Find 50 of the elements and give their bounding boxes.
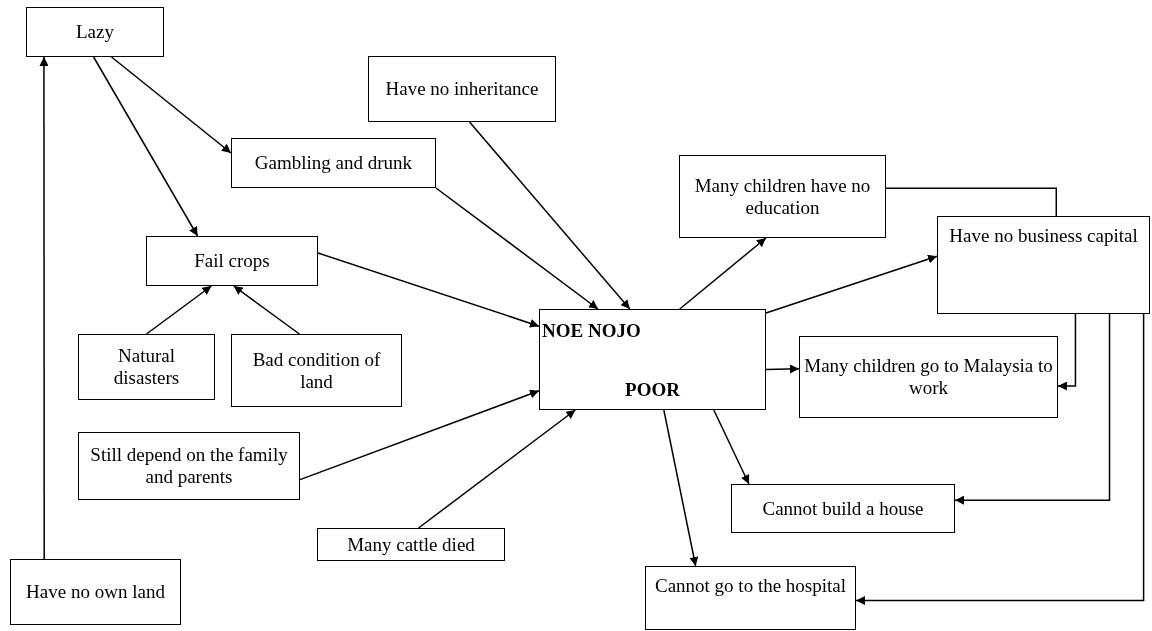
arrow xyxy=(679,237,767,310)
box-label: Fail crops xyxy=(194,250,270,272)
arrow xyxy=(92,56,199,237)
arrow xyxy=(145,285,213,335)
box-label: Lazy xyxy=(76,21,114,43)
arrow xyxy=(39,56,49,560)
box-label: Have no inheritance xyxy=(385,78,539,100)
arrow xyxy=(663,409,699,567)
text-box xyxy=(26,7,164,57)
text-box xyxy=(539,309,766,410)
text-box xyxy=(317,528,505,561)
arrow xyxy=(713,409,750,485)
text-box xyxy=(231,138,436,188)
box-label: Gambling and drunk xyxy=(254,152,413,174)
text-box xyxy=(368,56,556,122)
text-box xyxy=(78,432,300,500)
arrow xyxy=(954,313,1111,505)
text-box xyxy=(731,484,955,533)
arrow xyxy=(317,252,540,328)
text-box xyxy=(679,155,886,238)
box-label: Natural disasters xyxy=(112,345,181,389)
arrow xyxy=(765,254,938,314)
arrow xyxy=(468,121,631,310)
arrow xyxy=(299,389,540,481)
box-label: Have no business capital xyxy=(949,225,1138,247)
arrow xyxy=(110,56,232,154)
box-label: Bad condition of land xyxy=(251,348,382,393)
text-box xyxy=(78,334,215,400)
connector-line xyxy=(885,187,1058,217)
text-box xyxy=(10,559,181,625)
arrow xyxy=(855,313,1145,606)
box-label: NOE NOJO xyxy=(542,320,642,342)
arrow xyxy=(765,364,800,374)
arrow xyxy=(1057,313,1077,391)
arrow xyxy=(417,409,577,529)
text-box xyxy=(146,236,318,286)
box-label: Cannot go to the hospital xyxy=(654,575,846,597)
arrow xyxy=(435,187,599,310)
box-label: Still depend on the family and parents xyxy=(89,444,289,488)
box-label: Many children go to Malaysia to work xyxy=(804,355,1053,399)
box-label: POOR xyxy=(624,379,681,401)
text-box xyxy=(937,216,1150,314)
text-box xyxy=(799,336,1058,418)
arrow xyxy=(232,285,301,335)
text-box xyxy=(645,566,856,630)
box-label: Many cattle died xyxy=(347,533,475,556)
text-box xyxy=(231,334,402,407)
box-label: Many children have no education xyxy=(693,174,872,219)
box-label: Have no own land xyxy=(26,581,165,603)
box-label: Cannot build a house xyxy=(762,497,924,520)
